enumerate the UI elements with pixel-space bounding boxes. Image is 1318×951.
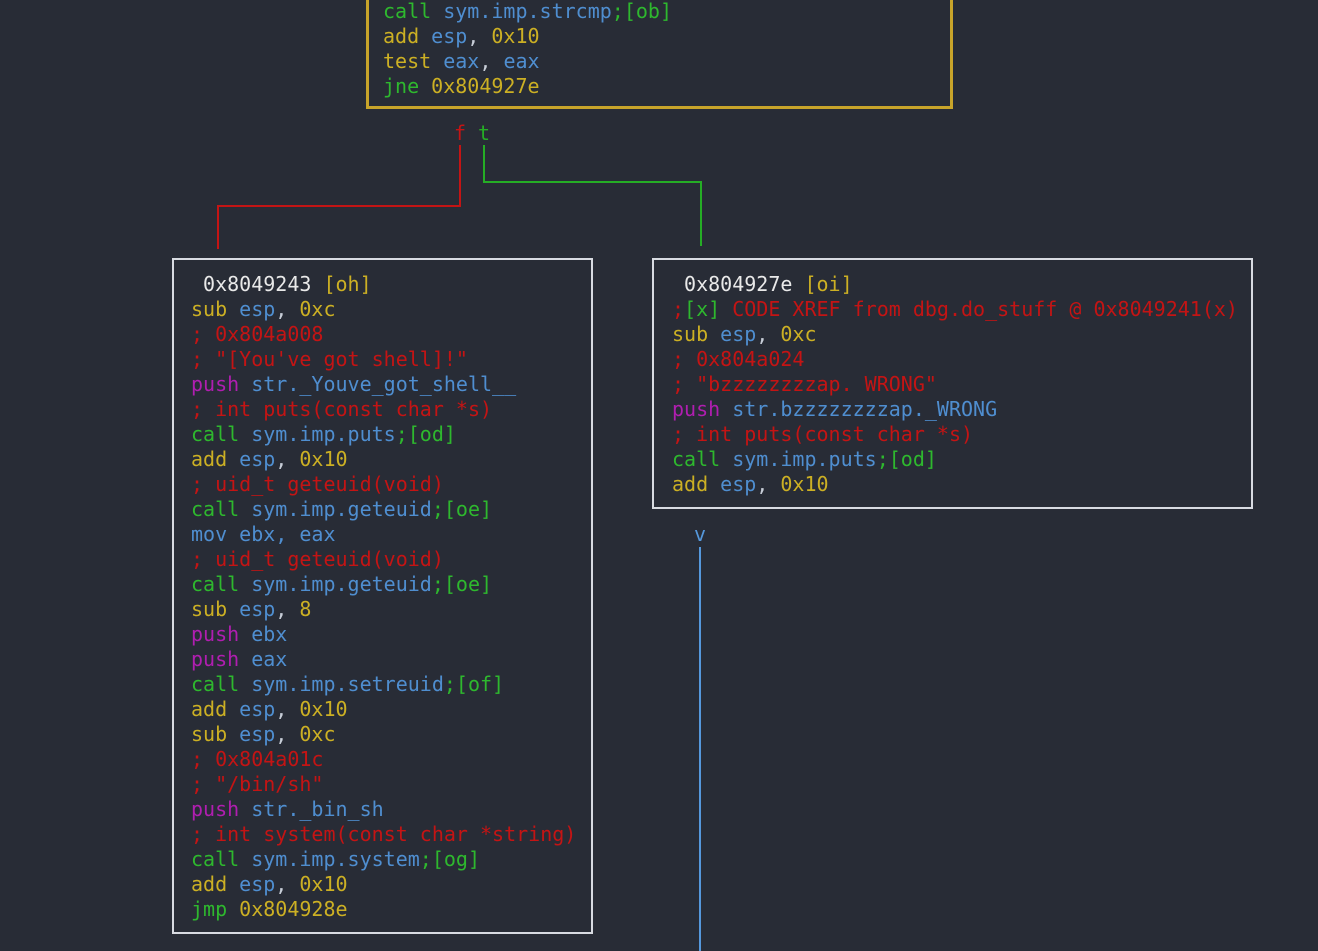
edge-true-segment [483,181,702,183]
edge-label-true: t [478,121,491,145]
asm-line: call sym.imp.geteuid;[oe] [191,497,493,521]
asm-line: ; uid_t geteuid(void) [191,472,444,496]
edge-false-segment [459,145,461,207]
edge-false-segment [217,205,461,207]
asm-line: call sym.imp.system;[og] [191,847,481,871]
asm-line: push eax [191,647,288,671]
asm-line: ; 0x804a024 [672,347,805,371]
basic-block-0x8049243[interactable]: 0x8049243 [oh]sub esp, 0xc; 0x804a008; "… [172,258,593,934]
asm-line: add esp, 0x10 [191,447,348,471]
asm-line: add esp, 0x10 [191,697,348,721]
asm-line: push str._Youve_got_shell__ [191,372,517,396]
asm-line: push ebx [191,622,288,646]
asm-line: ; int puts(const char *s) [672,422,974,446]
edge-label-flow: v [694,522,707,546]
asm-line: test eax, eax [383,49,540,73]
asm-line: call sym.imp.puts;[od] [672,447,937,471]
asm-line: sub esp, 8 [191,597,312,621]
asm-line: jmp 0x804928e [191,897,348,921]
asm-line: add esp, 0x10 [383,24,540,48]
asm-line: sub esp, 0xc [191,297,336,321]
asm-line: ; int system(const char *string) [191,822,577,846]
edge-true-segment [483,145,485,183]
asm-line: call sym.imp.geteuid;[oe] [191,572,493,596]
asm-line: ; 0x804a01c [191,747,324,771]
asm-line: call sym.imp.setreuid;[of] [191,672,505,696]
asm-line: push str._bin_sh [191,797,384,821]
asm-line: sub esp, 0xc [191,722,336,746]
asm-line: ; "bzzzzzzzzap. WRONG" [672,372,937,396]
asm-line: sub esp, 0xc [672,322,817,346]
asm-line: ; "[You've got shell]!" [191,347,468,371]
edge-label-false: f [454,121,467,145]
block-header: 0x804927e [oi] [672,272,853,296]
edge-flow-segment [699,547,701,951]
asm-line: jne 0x804927e [383,74,540,98]
asm-line: ; uid_t geteuid(void) [191,547,444,571]
asm-line: add esp, 0x10 [191,872,348,896]
asm-line: ; int puts(const char *s) [191,397,493,421]
asm-line: ; "/bin/sh" [191,772,324,796]
asm-line: ;[x] CODE XREF from dbg.do_stuff @ 0x804… [672,297,1238,321]
edge-false-segment [217,205,219,249]
asm-line: push str.bzzzzzzzzap._WRONG [672,397,998,421]
asm-line: call sym.imp.puts;[od] [191,422,456,446]
asm-line: mov ebx, eax [191,522,336,546]
asm-line: call sym.imp.strcmp;[ob] [383,0,673,23]
block-header: 0x8049243 [oh] [191,272,372,296]
edge-true-segment [700,181,702,246]
asm-line: add esp, 0x10 [672,472,829,496]
asm-line: ; 0x804a008 [191,322,324,346]
basic-block-0x804927e[interactable]: 0x804927e [oi];[x] CODE XREF from dbg.do… [652,258,1253,509]
